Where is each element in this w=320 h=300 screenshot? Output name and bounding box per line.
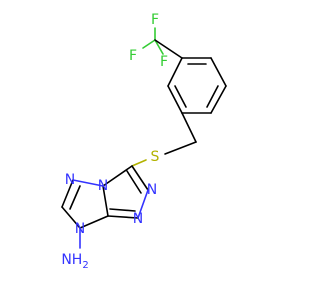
bond-benz-inner-3: [174, 85, 187, 108]
bond-benz-inner-2: [206, 85, 219, 108]
atom-f-top: F: [151, 12, 159, 28]
atom-n-right2: N: [133, 211, 143, 227]
bond-c3-n-right1-inner: [126, 170, 142, 194]
bond-c-f-left: [142, 39, 156, 49]
bond-benz-3: [210, 85, 227, 114]
bond-n-fused-n-left: [72, 179, 104, 187]
atom-nh2: NH2: [61, 252, 88, 271]
bond-n-right2-c-inner: [109, 208, 136, 212]
atom-n-right1: N: [147, 182, 157, 198]
structure-svg: F F F S N N N N N NH2: [61, 12, 227, 271]
bond-cf3-ring: [154, 39, 183, 59]
bond-n-left-ch-inner: [69, 185, 81, 210]
atom-n-amine-ring: N: [75, 221, 85, 237]
nh2-main: NH: [61, 252, 82, 268]
bond-ch2-s: [164, 141, 197, 155]
bond-c-f-bottom: [154, 39, 164, 55]
atom-n-fused: N: [98, 178, 108, 194]
bond-benz-5: [167, 85, 183, 114]
bond-benz-6: [167, 57, 183, 87]
bond-n-amine-c: [79, 215, 109, 229]
bond-s-c: [131, 159, 147, 167]
atom-f-left: F: [129, 48, 137, 64]
bond-n-right1-n-right2: [137, 189, 149, 219]
atom-n-left: N: [65, 172, 75, 188]
bond-n-left-ch: [61, 179, 74, 208]
bond-ring-ch2: [181, 112, 197, 143]
bond-n-fused-c3: [102, 165, 133, 187]
nh2-subscript: 2: [82, 260, 88, 271]
bond-n-right2-c: [107, 215, 139, 219]
bond-c-n-fused: [102, 185, 109, 217]
atom-f-bottom: F: [160, 54, 168, 70]
bond-benz-2: [210, 57, 227, 87]
bond-ch-n-amine: [61, 206, 81, 229]
bond-c3-n-right1: [131, 165, 149, 191]
molecule-diagram: F F F S N N N N N NH2: [61, 12, 227, 271]
atom-sulfur: S: [151, 149, 160, 165]
